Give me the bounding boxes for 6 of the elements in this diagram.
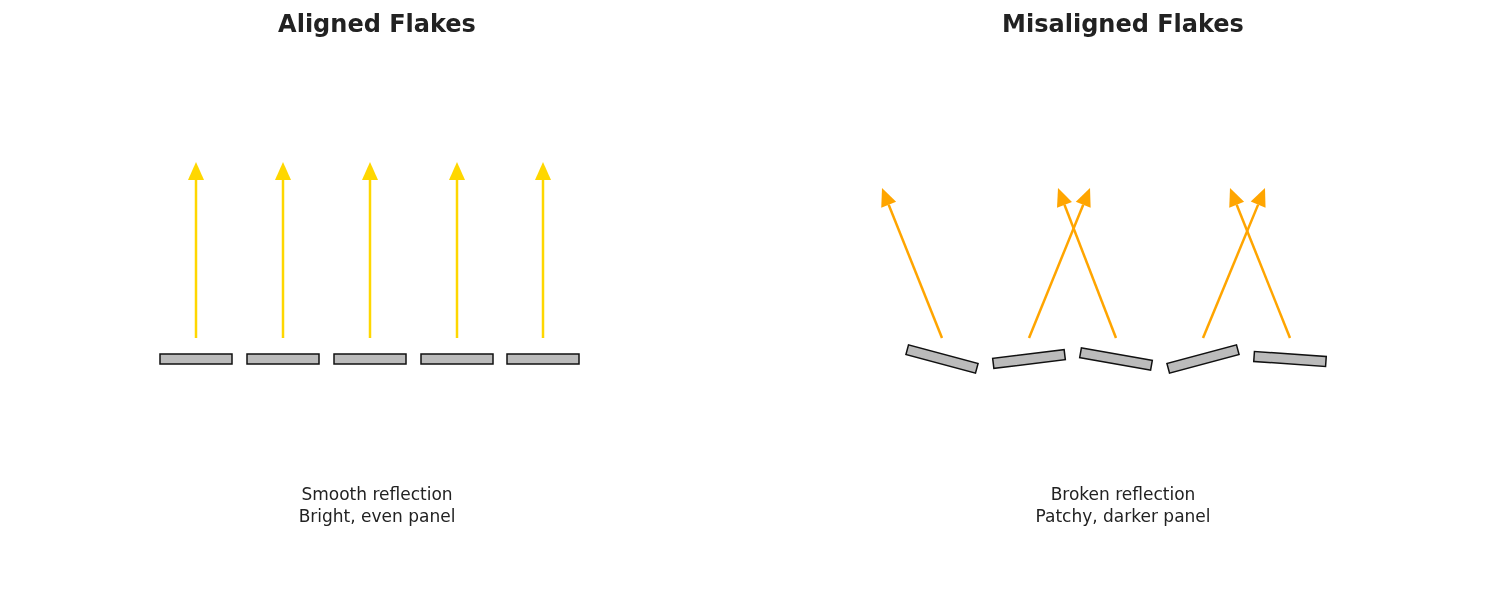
panel-heading: Aligned Flakes bbox=[278, 10, 476, 38]
caption-text: Bright, even panel bbox=[298, 506, 456, 526]
caption-text: Patchy, darker panel bbox=[1035, 506, 1211, 526]
panel-heading: Misaligned Flakes bbox=[1002, 10, 1244, 38]
caption-text: Smooth reflection bbox=[301, 484, 453, 504]
caption-text: Broken reflection bbox=[1050, 484, 1196, 504]
